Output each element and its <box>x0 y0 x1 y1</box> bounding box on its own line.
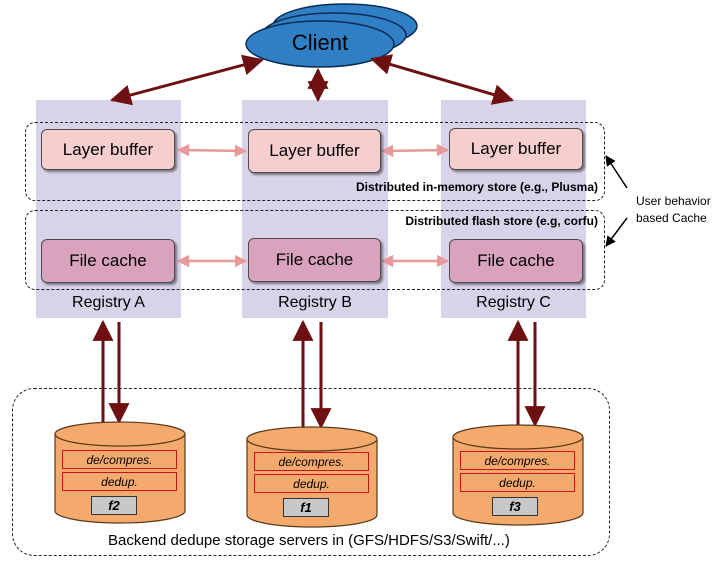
dedup-label-2: dedup. <box>254 474 369 493</box>
compress-label-2: de/compres. <box>254 452 369 471</box>
file-id-2: f1 <box>283 498 329 517</box>
backend-label: Backend dedupe storage servers in (GFS/H… <box>108 532 510 549</box>
file-cache-c: File cache <box>449 239 583 283</box>
flash-store-region <box>25 210 605 290</box>
layer-buffer-a: Layer buffer <box>41 129 175 170</box>
file-id-3: f3 <box>492 497 538 516</box>
registry-c-label: Registry C <box>476 294 551 311</box>
file-id-1: f2 <box>91 496 137 515</box>
dedup-label-3: dedup. <box>460 473 575 492</box>
user-behavior-note-line2: based Cache <box>636 211 707 225</box>
file-cache-b: File cache <box>248 238 381 282</box>
client-ellipses <box>245 3 418 68</box>
layer-buffer-c: Layer buffer <box>449 128 583 170</box>
dedup-label-1: dedup. <box>62 472 177 491</box>
arrow-layer-b-c <box>380 143 450 158</box>
memory-store-label: Distributed in-memory store (e.g., Plusm… <box>355 180 598 194</box>
arrow-client-registry-a <box>109 54 265 106</box>
arrow-layer-a-b <box>176 143 248 158</box>
user-behavior-note: User behavior based Cache <box>636 193 711 227</box>
compress-label-3: de/compres. <box>460 451 575 470</box>
registry-a-label: Registry A <box>72 294 145 311</box>
user-behavior-note-line1: User behavior <box>636 194 711 208</box>
backend-region <box>12 388 610 556</box>
compress-label-1: de/compres. <box>62 450 177 469</box>
arrow-note-memory <box>605 155 628 189</box>
file-cache-a: File cache <box>41 239 175 283</box>
layer-buffer-b: Layer buffer <box>248 129 381 173</box>
arrow-client-registry-c <box>369 54 515 105</box>
registry-b-label: Registry B <box>278 294 352 311</box>
memory-store-region <box>25 122 605 201</box>
client-label: Client <box>291 30 349 55</box>
arrow-note-flash <box>605 217 628 247</box>
flash-store-label: Distributed flash store (e.g, corfu) <box>405 214 598 228</box>
